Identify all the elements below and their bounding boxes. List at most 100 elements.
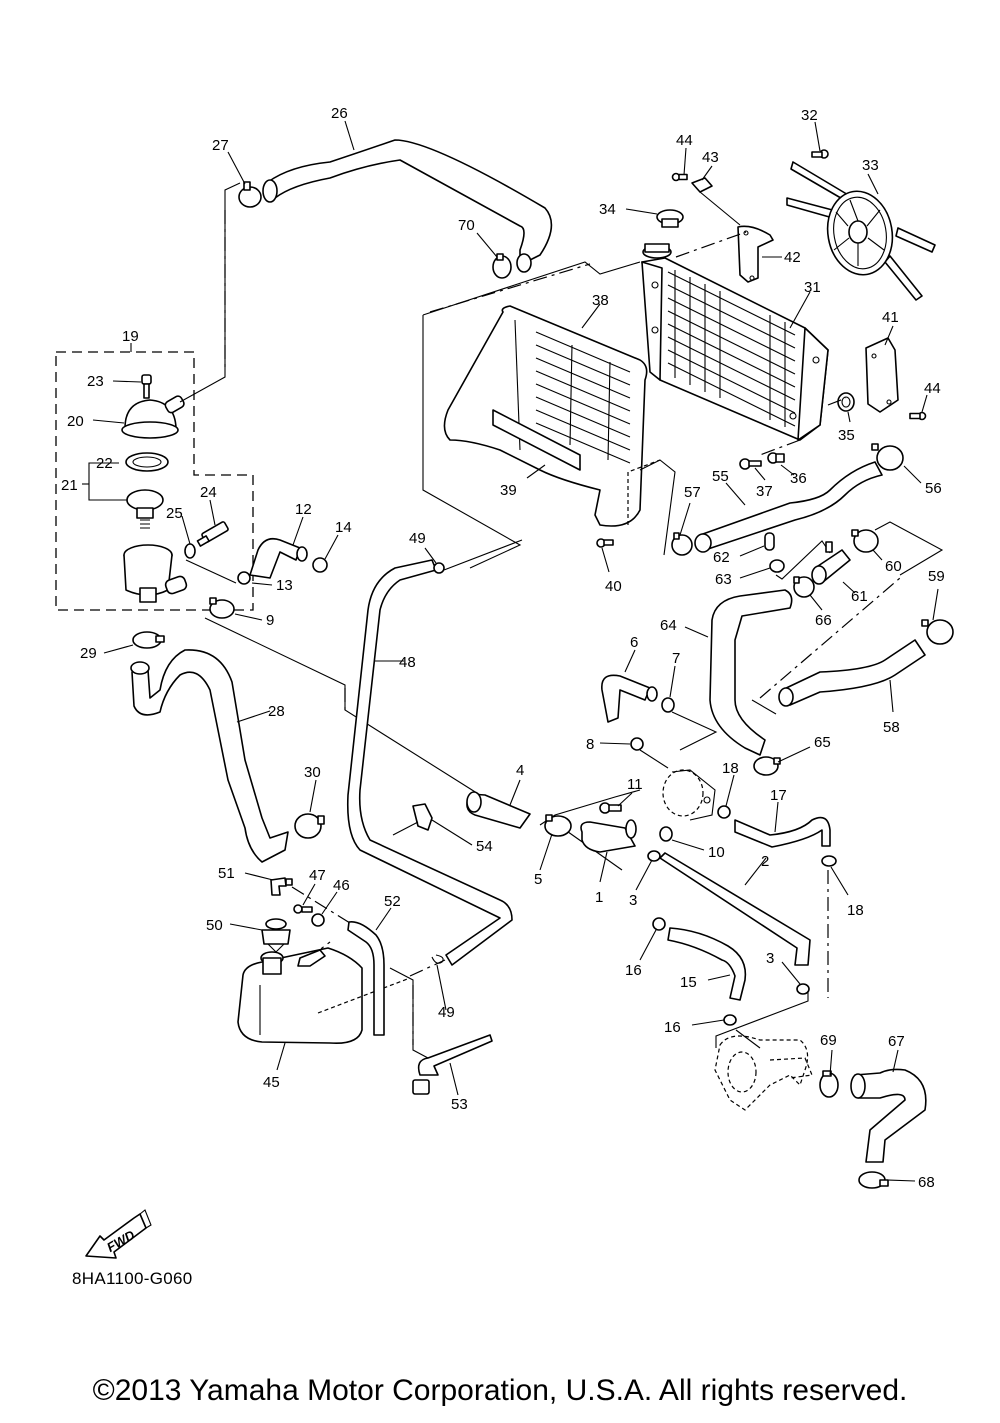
grommet-part-35[interactable]	[837, 392, 855, 412]
callout-67[interactable]: 67	[888, 1033, 905, 1050]
gasket-part-25[interactable]	[184, 543, 196, 559]
callout-18[interactable]: 18	[722, 760, 739, 777]
callout-44-right[interactable]: 44	[924, 380, 941, 397]
callout-49-lower[interactable]: 49	[438, 1004, 455, 1021]
hose-clamp-part-60[interactable]	[851, 529, 879, 553]
hose-clamp-part-69[interactable]	[819, 1070, 839, 1098]
callout-26[interactable]: 26	[331, 105, 348, 122]
radiator-part-31[interactable]	[641, 243, 829, 441]
hose-clamp-part-18[interactable]	[717, 805, 731, 819]
water-pipe-part-1[interactable]	[580, 819, 637, 853]
overflow-hose-part-52[interactable]	[347, 920, 385, 1036]
bolt-part-47[interactable]	[293, 904, 313, 914]
callout-4[interactable]: 4	[516, 762, 524, 779]
bolt-part-23[interactable]	[141, 374, 152, 399]
hose-clamp-part-49[interactable]	[433, 562, 445, 574]
thermostat-cover-part-20[interactable]	[121, 395, 185, 439]
hose-clamp-part-16-lower[interactable]	[723, 1014, 737, 1026]
callout-14[interactable]: 14	[335, 519, 352, 536]
callout-70[interactable]: 70	[458, 217, 475, 234]
callout-12[interactable]: 12	[295, 501, 312, 518]
hose-clamp-part-8[interactable]	[630, 737, 644, 751]
callout-30[interactable]: 30	[304, 764, 321, 781]
radiator-hose-part-58[interactable]	[778, 639, 926, 707]
radiator-hose-part-55[interactable]	[694, 461, 883, 553]
callout-46[interactable]: 46	[333, 877, 350, 894]
callout-20[interactable]: 20	[67, 413, 84, 430]
radiator-cap-part-34[interactable]	[656, 209, 684, 228]
callout-54[interactable]: 54	[476, 838, 493, 855]
callout-43[interactable]: 43	[702, 149, 719, 166]
tube-part-62[interactable]	[764, 532, 775, 551]
hose-clamp-part-13[interactable]	[237, 571, 251, 585]
hose-clamp-part-49-lower[interactable]	[431, 954, 444, 964]
bolt-part-44-right[interactable]	[909, 411, 927, 421]
coolant-reservoir-part-45[interactable]	[237, 947, 411, 1045]
callout-21[interactable]: 21	[61, 477, 78, 494]
callout-50[interactable]: 50	[206, 917, 223, 934]
callout-31[interactable]: 31	[804, 279, 821, 296]
callout-69[interactable]: 69	[820, 1032, 837, 1049]
bypass-housing[interactable]	[662, 769, 716, 821]
callout-33[interactable]: 33	[862, 157, 879, 174]
o-ring-part-22[interactable]	[125, 452, 169, 472]
callout-8[interactable]: 8	[586, 736, 594, 753]
callout-5[interactable]: 5	[534, 871, 542, 888]
callout-35[interactable]: 35	[838, 427, 855, 444]
hose-clamp-part-27[interactable]	[238, 181, 262, 208]
hose-clamp-part-66[interactable]	[793, 576, 815, 598]
thermostat-part-21[interactable]	[126, 489, 164, 529]
callout-49[interactable]: 49	[409, 530, 426, 547]
callout-11[interactable]: 11	[627, 776, 643, 793]
callout-16-lower[interactable]: 16	[664, 1019, 681, 1036]
bracket-part-42[interactable]	[737, 225, 774, 283]
collar-part-46[interactable]	[311, 913, 325, 927]
hose-clamp-part-3[interactable]	[647, 850, 661, 862]
callout-25[interactable]: 25	[166, 505, 183, 522]
callout-40[interactable]: 40	[605, 578, 622, 595]
breather-hose-part-48[interactable]	[346, 559, 513, 966]
callout-10[interactable]: 10	[708, 844, 725, 861]
temperature-sensor-part-24[interactable]	[196, 521, 229, 547]
callout-3-lower[interactable]: 3	[766, 950, 774, 967]
callout-36[interactable]: 36	[790, 470, 807, 487]
hose-part-12[interactable]	[249, 537, 308, 579]
hose-clip-part-54[interactable]	[412, 803, 433, 831]
callout-7[interactable]: 7	[672, 650, 680, 667]
callout-52[interactable]: 52	[384, 893, 401, 910]
hose-clamp-part-3-lower[interactable]	[796, 983, 810, 995]
band-part-53[interactable]	[412, 1034, 493, 1095]
hose-clamp-part-57[interactable]	[671, 532, 693, 556]
joint-pipe-part-61[interactable]	[811, 541, 851, 585]
callout-51[interactable]: 51	[218, 865, 235, 882]
hose-clamp-part-70[interactable]	[492, 253, 512, 279]
hose-clamp-part-9[interactable]	[209, 597, 235, 619]
fan-bracket-part-41[interactable]	[865, 337, 899, 413]
callout-32[interactable]: 32	[801, 107, 818, 124]
callout-53[interactable]: 53	[451, 1096, 468, 1113]
callout-39[interactable]: 39	[500, 482, 517, 499]
callout-41[interactable]: 41	[882, 309, 899, 326]
hose-clamp-part-18-lower[interactable]	[821, 855, 837, 867]
bolt-part-40[interactable]	[596, 538, 614, 548]
callout-9[interactable]: 9	[266, 612, 274, 629]
collar-part-36[interactable]	[767, 452, 785, 464]
callout-42[interactable]: 42	[784, 249, 801, 266]
clip-part-43[interactable]	[691, 177, 713, 193]
callout-13[interactable]: 13	[276, 577, 293, 594]
hose-clamp-part-56[interactable]	[871, 443, 904, 471]
cooling-fan-part-33[interactable]	[786, 161, 936, 301]
callout-2[interactable]: 2	[761, 853, 769, 870]
hose-clamp-part-16[interactable]	[652, 917, 666, 931]
callout-62[interactable]: 62	[713, 549, 730, 566]
hose-part-4[interactable]	[466, 791, 531, 829]
hose-part-15[interactable]	[667, 927, 747, 1001]
callout-19[interactable]: 19	[122, 328, 139, 345]
callout-37[interactable]: 37	[756, 483, 773, 500]
o-ring-part-10[interactable]	[659, 826, 673, 842]
callout-1[interactable]: 1	[595, 889, 603, 906]
callout-27[interactable]: 27	[212, 137, 229, 154]
water-pipe-part-2[interactable]	[659, 852, 811, 966]
callout-28[interactable]: 28	[268, 703, 285, 720]
radiator-hose-part-26[interactable]	[262, 139, 553, 266]
